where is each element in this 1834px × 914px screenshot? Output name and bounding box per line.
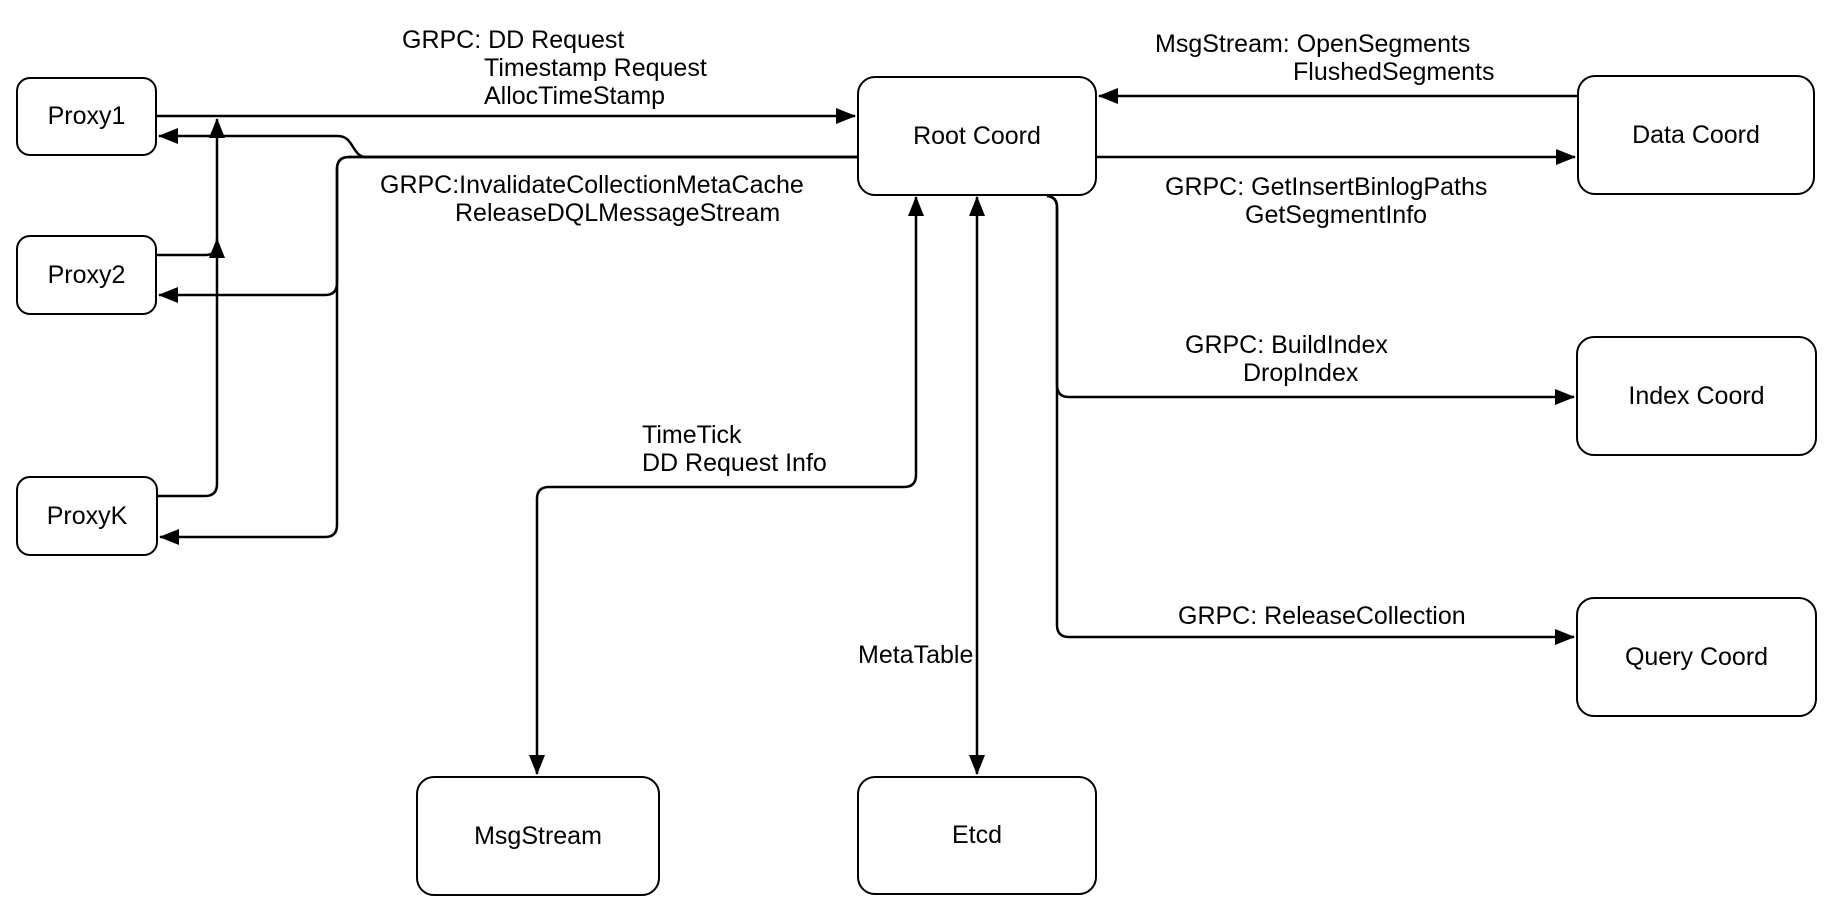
edge-label-line: MsgStream: OpenSegments	[1155, 30, 1471, 58]
edge-proxyk-to-trunk	[158, 118, 225, 498]
edge-label-line: DropIndex	[1243, 359, 1359, 387]
edge-label-line: GRPC: DD Request	[402, 26, 625, 54]
edge-rootcoord-to-proxyk	[159, 155, 857, 545]
node-query-coord: Query Coord	[1576, 597, 1817, 717]
edge-label-root-to-data: GRPC: GetInsertBinlogPaths GetSegmentInf…	[1165, 173, 1487, 229]
edge-label-line: GRPC:InvalidateCollectionMetaCache	[380, 171, 804, 199]
edge-rootcoord-to-proxy1	[158, 128, 857, 159]
edge-rootcoord-to-querycoord	[1046, 194, 1575, 645]
edge-label-line: DD Request Info	[642, 449, 827, 477]
edge-label-line: Timestamp Request	[484, 54, 707, 82]
node-label: Root Coord	[913, 121, 1041, 150]
node-label: Proxy1	[47, 102, 126, 130]
node-root-coord: Root Coord	[857, 76, 1097, 196]
node-label: Proxy2	[47, 260, 126, 289]
node-label: Data Coord	[1632, 120, 1760, 149]
node-label: Index Coord	[1628, 381, 1765, 410]
edge-label-line: GRPC: ReleaseCollection	[1178, 602, 1466, 630]
edge-label-root-to-proxy: GRPC:InvalidateCollectionMetaCache Relea…	[380, 171, 804, 227]
edge-label-root-to-query: GRPC: ReleaseCollection	[1178, 602, 1466, 630]
node-label: Etcd	[951, 821, 1003, 849]
edge-rootcoord-msgstream	[529, 196, 924, 775]
edge-label-line: MetaTable	[858, 641, 974, 669]
edge-label-line: FlushedSegments	[1293, 58, 1495, 86]
edge-label-root-to-msgstream: TimeTick DD Request Info	[642, 421, 827, 477]
edge-label-proxy-to-root: GRPC: DD Request Timestamp Request Alloc…	[402, 26, 707, 110]
edge-label-line: AllocTimeStamp	[484, 82, 666, 110]
edge-label-line: ReleaseDQLMessageStream	[455, 199, 781, 227]
node-etcd: Etcd	[857, 776, 1097, 895]
node-proxy2: Proxy2	[16, 235, 157, 315]
edge-proxy2-to-trunk	[157, 238, 225, 258]
node-label: MsgStream	[474, 821, 602, 850]
edge-label-root-to-etcd: MetaTable	[858, 641, 973, 669]
edge-label-line: TimeTick	[642, 421, 742, 449]
node-proxy1: Proxy1	[16, 77, 157, 156]
edge-label-line: GetSegmentInfo	[1245, 201, 1428, 229]
edge-label-root-to-index: GRPC: BuildIndex DropIndex	[1185, 331, 1388, 387]
edge-label-data-to-root: MsgStream: OpenSegments FlushedSegments	[1155, 30, 1495, 86]
node-label: ProxyK	[46, 501, 128, 530]
node-index-coord: Index Coord	[1576, 336, 1817, 456]
edge-label-line: GRPC: BuildIndex	[1185, 331, 1388, 359]
node-data-coord: Data Coord	[1577, 75, 1815, 195]
node-msgstream: MsgStream	[416, 776, 660, 896]
edge-label-line: GRPC: GetInsertBinlogPaths	[1165, 173, 1488, 201]
node-label: Query Coord	[1624, 642, 1769, 671]
node-proxyk: ProxyK	[16, 476, 158, 556]
